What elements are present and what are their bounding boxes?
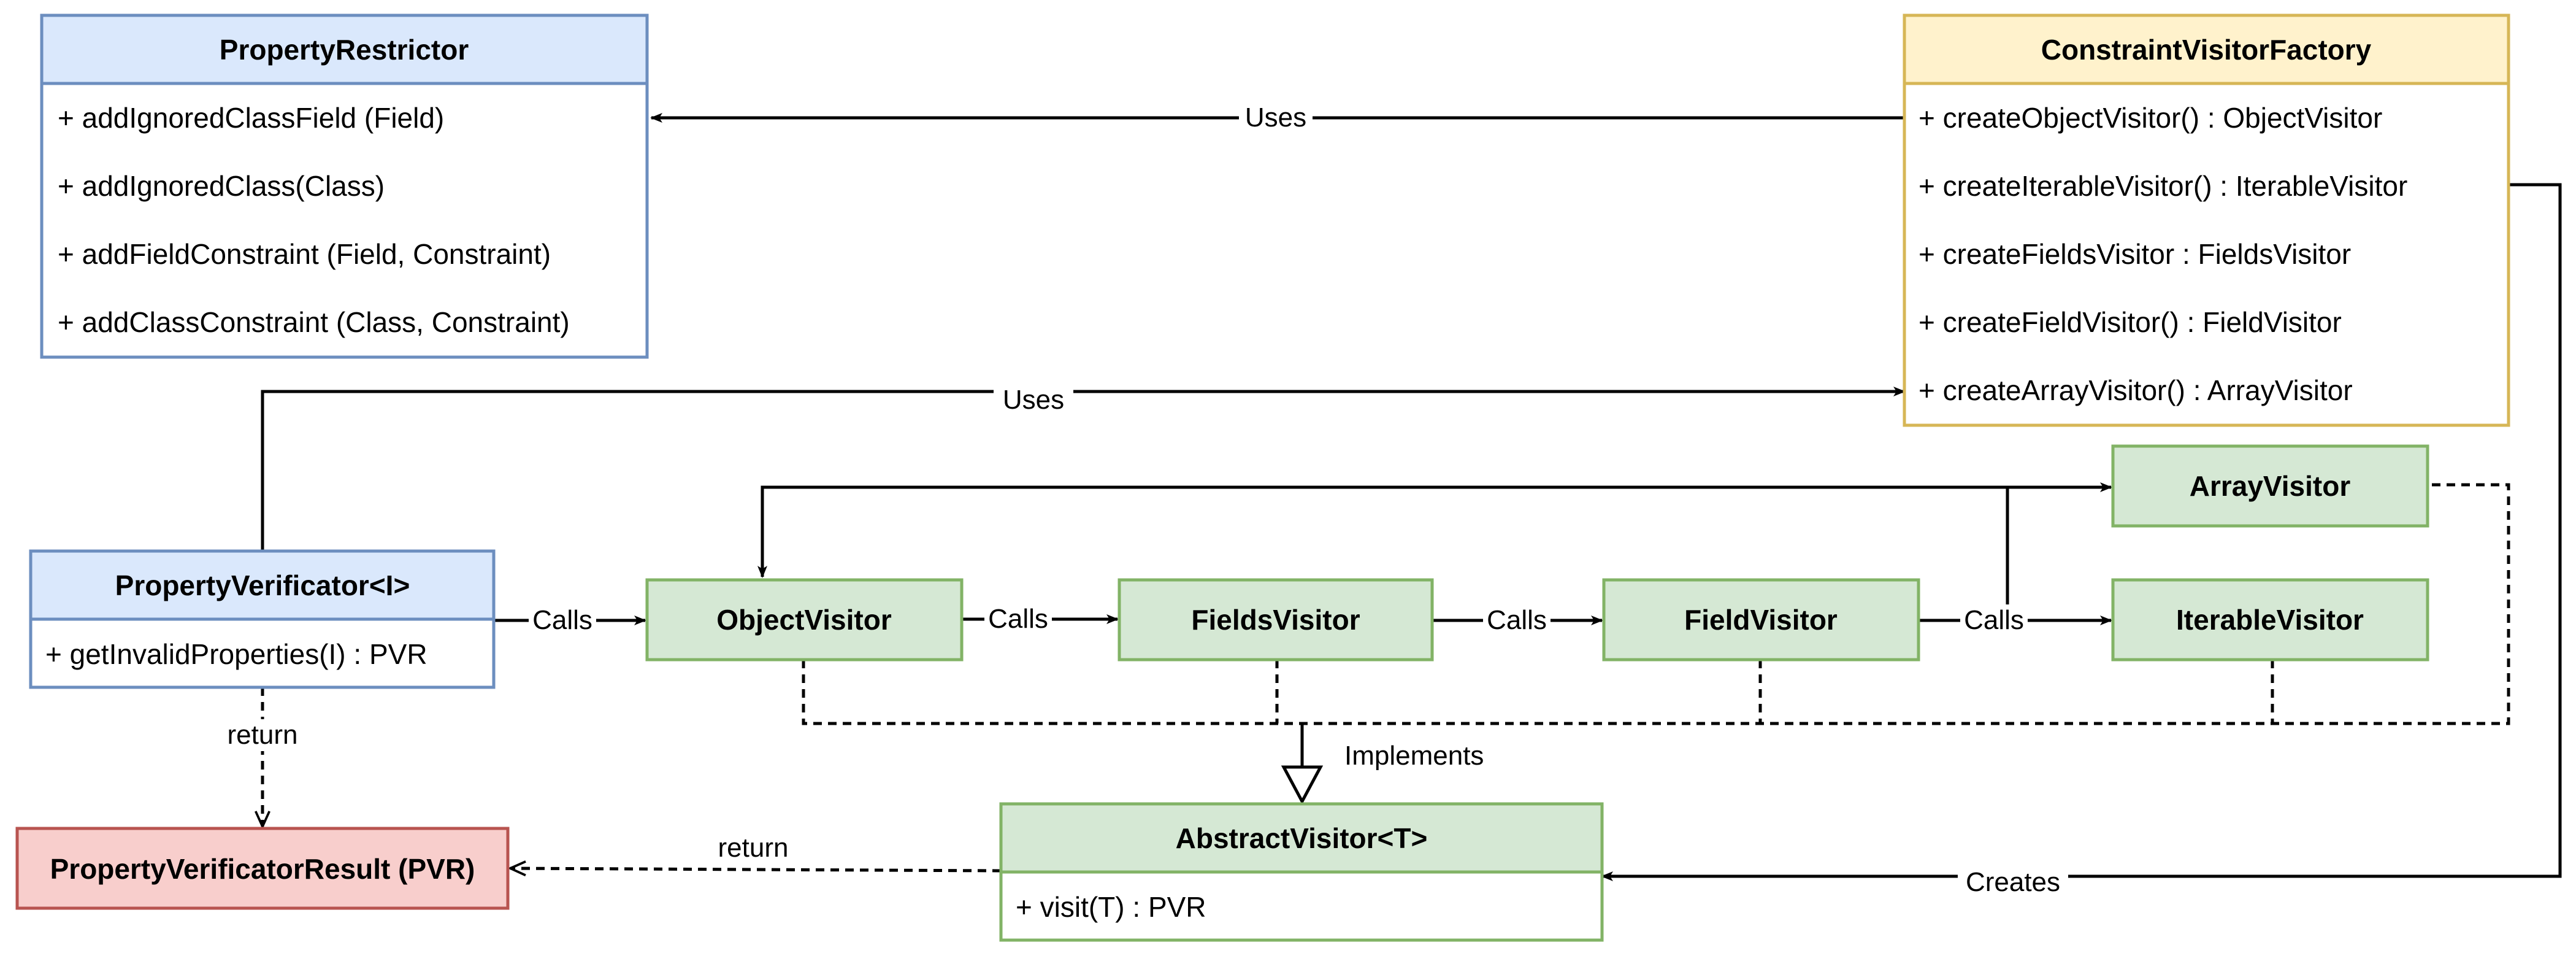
class-header [40, 14, 649, 85]
class-header [2111, 444, 2429, 528]
class-header [15, 827, 510, 910]
edge-label-creates: Creates [1966, 867, 2060, 897]
method-get-invalid-properties: + getInvalidProperties(I) : PVR [45, 638, 427, 670]
class-property-verificator[interactable]: PropertyVerificator<I> + getInvalidPrope… [29, 549, 496, 689]
class-header [645, 578, 964, 662]
method-create-field-visitor: + createFieldVisitor() : FieldVisitor [1919, 306, 2342, 338]
class-array-visitor[interactable]: ArrayVisitor [2111, 444, 2429, 528]
edge-factory-creates [1601, 183, 2562, 881]
class-title: PropertyVerificator<I> [115, 569, 410, 601]
method-add-field-constraint: + addFieldConstraint (Field, Constraint) [58, 238, 551, 270]
edge-label-uses-restrictor: Uses [1245, 102, 1306, 133]
edge-label-calls-visitors: Calls [1964, 605, 2024, 635]
class-title: ObjectVisitor [716, 604, 892, 636]
edge-label-bg [221, 719, 304, 751]
class-header [1903, 14, 2510, 85]
edges: Uses Uses Calls Calls Calls Calls return… [221, 102, 2562, 900]
edge-label-calls-object: Calls [532, 605, 592, 635]
edge-label-return-verificator: return [228, 720, 298, 750]
edge-verificator-uses-factory [261, 387, 1906, 551]
class-title: FieldVisitor [1684, 604, 1838, 636]
edge-label-bg [529, 604, 596, 636]
edge-label-bg [1239, 102, 1313, 134]
edge-label-calls-field: Calls [1487, 605, 1547, 635]
method-add-class-constraint: + addClassConstraint (Class, Constraint) [58, 306, 570, 338]
edge-label-implements: Implements [1344, 741, 1484, 771]
class-title: FieldsVisitor [1191, 604, 1360, 636]
edge-label-return-abstract: return [718, 833, 789, 863]
edge-label-uses-factory: Uses [1003, 385, 1064, 415]
class-property-restrictor[interactable]: PropertyRestrictor + addIgnoredClassFiel… [40, 14, 649, 359]
class-title: PropertyVerificatorResult (PVR) [50, 853, 475, 885]
edge-label-bg [984, 603, 1052, 635]
method-visit: + visit(T) : PVR [1016, 891, 1206, 923]
class-field-visitor[interactable]: FieldVisitor [1602, 578, 1920, 662]
edge-field-calls-object [757, 485, 2007, 578]
class-header [2111, 578, 2429, 662]
edge-label-calls-fields: Calls [988, 604, 1048, 634]
edge-label-bg [1960, 604, 2028, 636]
class-object-visitor[interactable]: ObjectVisitor [645, 578, 964, 662]
class-title: ConstraintVisitorFactory [2041, 34, 2372, 66]
method-create-array-visitor: + createArrayVisitor() : ArrayVisitor [1919, 374, 2353, 406]
edge-label-bg [1483, 604, 1551, 636]
method-add-ignored-class: + addIgnoredClass(Class) [58, 170, 385, 202]
edge-field-calls-array [2006, 482, 2112, 620]
edge-visitors-implement [802, 483, 2510, 725]
edge-label-bg [994, 384, 1073, 416]
class-title: ArrayVisitor [2190, 470, 2351, 502]
method-create-object-visitor: + createObjectVisitor() : ObjectVisitor [1919, 102, 2382, 134]
class-property-verificator-result[interactable]: PropertyVerificatorResult (PVR) [15, 827, 510, 910]
method-create-iterable-visitor: + createIterableVisitor() : IterableVisi… [1919, 170, 2407, 202]
method-add-ignored-class-field: + addIgnoredClassField (Field) [58, 102, 444, 134]
realization-triangle [1281, 765, 1324, 805]
class-header [1602, 578, 1920, 662]
edge-label-bg [1958, 868, 2068, 900]
class-fields-visitor[interactable]: FieldsVisitor [1117, 578, 1434, 662]
class-header [999, 802, 1604, 874]
class-title: IterableVisitor [2176, 604, 2364, 636]
class-header [1117, 578, 1434, 662]
class-header [29, 549, 496, 621]
edge-abstract-returns [510, 868, 1002, 871]
class-constraint-visitor-factory[interactable]: ConstraintVisitorFactory + createObjectV… [1903, 14, 2510, 427]
class-abstract-visitor[interactable]: AbstractVisitor<T> + visit(T) : PVR [999, 802, 1604, 942]
class-title: AbstractVisitor<T> [1176, 822, 1428, 854]
class-iterable-visitor[interactable]: IterableVisitor [2111, 578, 2429, 662]
method-create-fields-visitor: + createFieldsVisitor : FieldsVisitor [1919, 238, 2351, 270]
class-title: PropertyRestrictor [220, 34, 469, 66]
